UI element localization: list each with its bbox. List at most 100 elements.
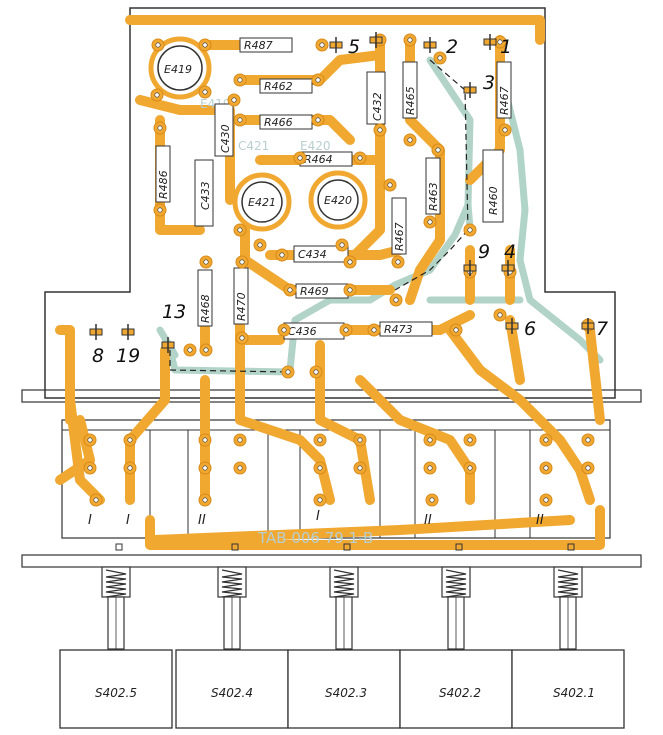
pad-hole (187, 347, 193, 353)
svg-text:R467: R467 (498, 86, 511, 115)
svg-text:R486: R486 (157, 170, 170, 199)
section-mark: I (316, 509, 320, 524)
pad-hole (395, 259, 401, 265)
pad-hole (317, 437, 323, 443)
terminal-pin (161, 337, 175, 353)
pad-hole (297, 155, 303, 161)
terminal-number: 6 (524, 318, 536, 340)
svg-text:C430: C430 (219, 124, 232, 153)
resistor-r467-top: R467 (496, 61, 512, 119)
svg-text:C433: C433 (199, 181, 212, 210)
pad-hole (202, 42, 208, 48)
terminal-number: 3 (483, 72, 495, 94)
resistor-r462: R462 (259, 78, 313, 94)
resistor-r487: R487 (239, 37, 293, 53)
svg-text:E420: E420 (324, 194, 352, 207)
section-mark: II (198, 513, 206, 528)
pad-hole (543, 497, 549, 503)
svg-text:R469: R469 (300, 285, 329, 298)
terminal-pin (329, 37, 343, 53)
ghost-label: C421 (238, 139, 269, 153)
switch-bank (59, 566, 625, 729)
pad-hole (429, 497, 435, 503)
pad-hole (371, 327, 377, 333)
marker-square (231, 543, 239, 551)
terminal-pin (505, 318, 519, 334)
pad-hole (339, 242, 345, 248)
capacitor-c432: C432 (366, 71, 386, 125)
svg-text:R462: R462 (264, 80, 293, 93)
pad-hole (281, 327, 287, 333)
pad-hole (319, 42, 325, 48)
svg-text:E419: E419 (164, 63, 192, 76)
resistor-r464: R464 (299, 151, 353, 167)
svg-text:E421: E421 (248, 196, 276, 209)
svg-text:R463: R463 (427, 182, 440, 211)
terminal-number: 4 (504, 241, 516, 263)
terminal-pin (483, 34, 497, 50)
pad-hole (317, 465, 323, 471)
pad-hole (155, 42, 161, 48)
board-code-label: TAB 006 79 1-B (257, 529, 373, 547)
terminal-pin (581, 318, 595, 334)
terminal-number: 9 (478, 241, 490, 263)
switch-label-s402-2: S402.2 (439, 686, 481, 700)
svg-text:R460: R460 (487, 186, 500, 215)
capacitor-c433: C433 (194, 159, 214, 227)
resistor-r468: R468 (197, 269, 213, 327)
pad-hole (435, 147, 441, 153)
pad-hole (87, 437, 93, 443)
pad-hole (202, 497, 208, 503)
tube-e419: E419 (148, 36, 212, 100)
rail-bar-top (21, 389, 642, 403)
pad-hole (239, 259, 245, 265)
pad-hole (237, 77, 243, 83)
resistor-r473: R473 (379, 321, 433, 337)
marker-square (455, 543, 463, 551)
svg-text:R466: R466 (264, 116, 293, 129)
terminal-pin (89, 324, 103, 340)
pad-hole (407, 137, 413, 143)
capacitor-c436: C436 (283, 322, 345, 340)
section-mark: I (126, 513, 130, 528)
pad-hole (157, 125, 163, 131)
switch-label-s402-1: S402.1 (553, 686, 595, 700)
pad-hole (287, 287, 293, 293)
pad-hole (237, 465, 243, 471)
tube-e421: E421 (232, 172, 292, 232)
pad-hole (543, 465, 549, 471)
tube-e420: E420 (308, 170, 368, 230)
svg-text:R464: R464 (304, 153, 333, 166)
terminal-number: 5 (348, 36, 360, 58)
section-mark: II (536, 513, 544, 528)
resistor-r465: R465 (402, 61, 418, 119)
pad-hole (87, 465, 93, 471)
pad-hole (427, 219, 433, 225)
pad-hole (502, 127, 508, 133)
terminal-number: 13 (162, 301, 186, 323)
pad-hole (347, 287, 353, 293)
svg-text:C436: C436 (288, 325, 317, 338)
pad-hole (453, 327, 459, 333)
terminal-pins (89, 32, 595, 353)
pad-hole (393, 297, 399, 303)
section-mark: I (88, 513, 92, 528)
pad-hole (427, 465, 433, 471)
switch-label-s402-5: S402.5 (95, 686, 137, 700)
dashed-wires (169, 59, 469, 373)
resistor-r470: R470 (233, 267, 249, 325)
pad-hole (347, 259, 353, 265)
copper-traces (55, 15, 605, 550)
pad-hole (202, 89, 208, 95)
push-switch (399, 566, 513, 729)
svg-text:R470: R470 (235, 292, 248, 321)
solder-pads (83, 33, 595, 507)
section-mark: II (424, 513, 432, 528)
push-switch (175, 566, 289, 729)
terminal-pin (463, 260, 477, 276)
pad-hole (317, 497, 323, 503)
pad-hole (313, 369, 319, 375)
capacitor-c434: C434 (293, 245, 349, 263)
